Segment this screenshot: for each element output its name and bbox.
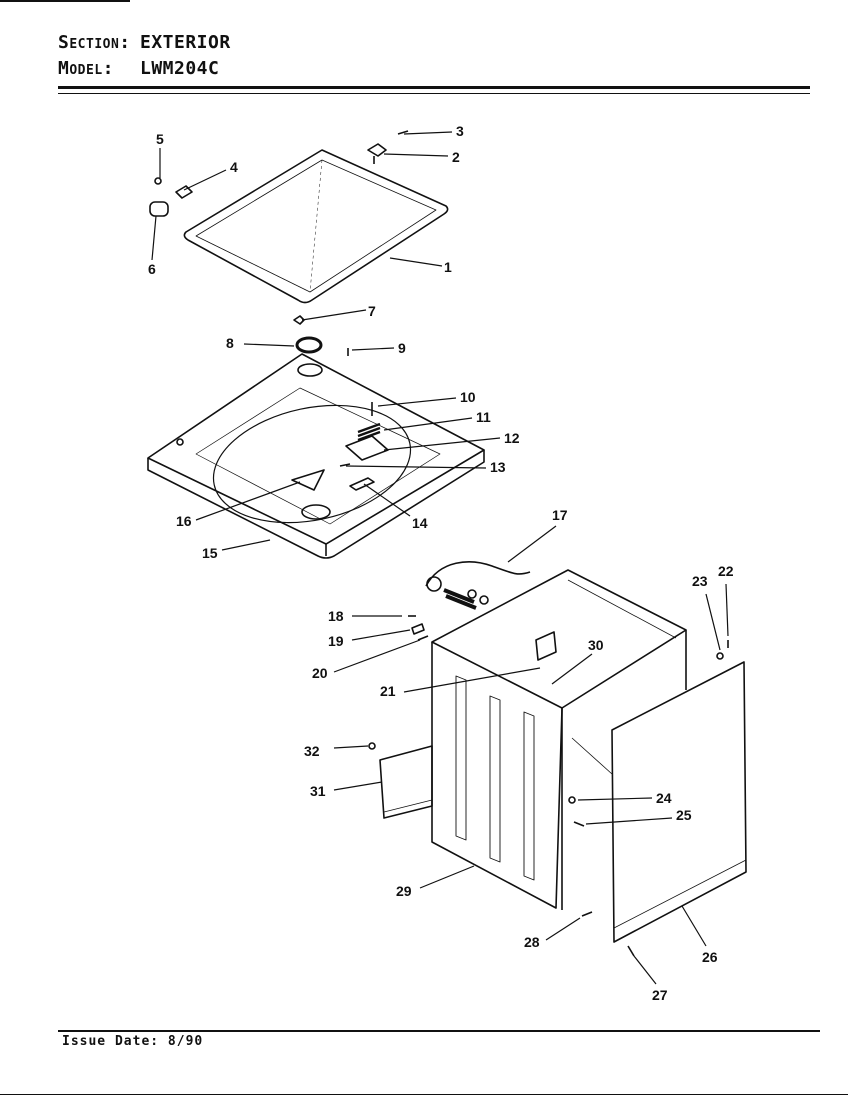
callout-11: 11 <box>476 409 491 425</box>
callout-19: 19 <box>328 633 344 649</box>
callout-5: 5 <box>156 131 164 147</box>
callout-6: 6 <box>148 261 156 277</box>
callout-20: 20 <box>312 665 328 681</box>
callout-2: 2 <box>452 149 460 165</box>
hinge-part-2 <box>367 143 387 164</box>
callout-25: 25 <box>676 807 692 823</box>
header-rule-thick <box>58 86 810 89</box>
model-row: Model: LWM204C <box>58 58 219 79</box>
callout-16: 16 <box>176 513 192 529</box>
power-cord-part <box>425 561 531 610</box>
clip-part-13 <box>339 463 351 467</box>
callout-18: 18 <box>328 608 344 624</box>
switch-bracket-part-12 <box>345 435 389 461</box>
callout-10: 10 <box>460 389 476 405</box>
header-rule-thin <box>58 93 810 94</box>
callout-32: 32 <box>304 743 320 759</box>
issue-date: Issue Date: 8/90 <box>62 1034 204 1049</box>
bottom-edge-line <box>0 1094 848 1095</box>
model-label: Model: <box>58 58 114 79</box>
callout-23: 23 <box>692 573 708 589</box>
screw-part-5 <box>154 177 162 185</box>
callout-27: 27 <box>652 987 668 1003</box>
lid-part <box>183 149 449 304</box>
top-edge-line <box>0 0 130 2</box>
screw-part-23 <box>716 652 724 660</box>
callout-3: 3 <box>456 123 464 139</box>
callout-8: 8 <box>226 335 234 351</box>
screw-part-25 <box>573 821 585 827</box>
clip-part-27 <box>627 945 635 957</box>
callout-12: 12 <box>504 430 520 446</box>
callout-24: 24 <box>656 790 672 806</box>
callout-15: 15 <box>202 545 218 561</box>
callout-31: 31 <box>310 783 326 799</box>
top-panel-part <box>147 353 485 559</box>
callout-4: 4 <box>230 159 238 175</box>
leader-lines <box>151 131 729 985</box>
access-panel-part <box>379 745 433 819</box>
clip-part-20 <box>417 635 429 641</box>
footer-rule <box>58 1030 820 1032</box>
callout-30: 30 <box>588 637 604 653</box>
section-row: Section: EXTERIOR <box>58 32 231 53</box>
callout-21: 21 <box>380 683 396 699</box>
side-panel-part <box>611 661 747 943</box>
plug-part-24 <box>568 796 576 804</box>
hinge-bracket-part-4 <box>175 185 193 199</box>
spring-part-11 <box>357 422 381 442</box>
callout-1: 1 <box>444 259 452 275</box>
screw-part-28 <box>581 911 593 917</box>
hinge-part-6 <box>149 201 169 217</box>
callout-13: 13 <box>490 459 506 475</box>
clip-part-19 <box>411 623 425 635</box>
callout-28: 28 <box>524 934 540 950</box>
screw-part-3 <box>397 130 409 135</box>
cabinet-part <box>431 569 687 910</box>
callout-22: 22 <box>718 563 734 579</box>
callout-9: 9 <box>398 340 406 356</box>
grommet-part-8 <box>295 336 323 354</box>
model-value: LWM204C <box>140 58 220 79</box>
callout-labels: 1 2 3 4 5 6 7 8 9 10 11 12 13 14 15 16 1… <box>148 123 734 1003</box>
section-label: Section: <box>58 32 131 53</box>
callout-26: 26 <box>702 949 718 965</box>
callout-14: 14 <box>412 515 428 531</box>
callout-7: 7 <box>368 303 376 319</box>
latch-part-14 <box>349 477 375 491</box>
section-value: EXTERIOR <box>140 32 231 53</box>
callout-17: 17 <box>552 507 568 523</box>
screw-part-32 <box>368 742 376 750</box>
callout-29: 29 <box>396 883 412 899</box>
